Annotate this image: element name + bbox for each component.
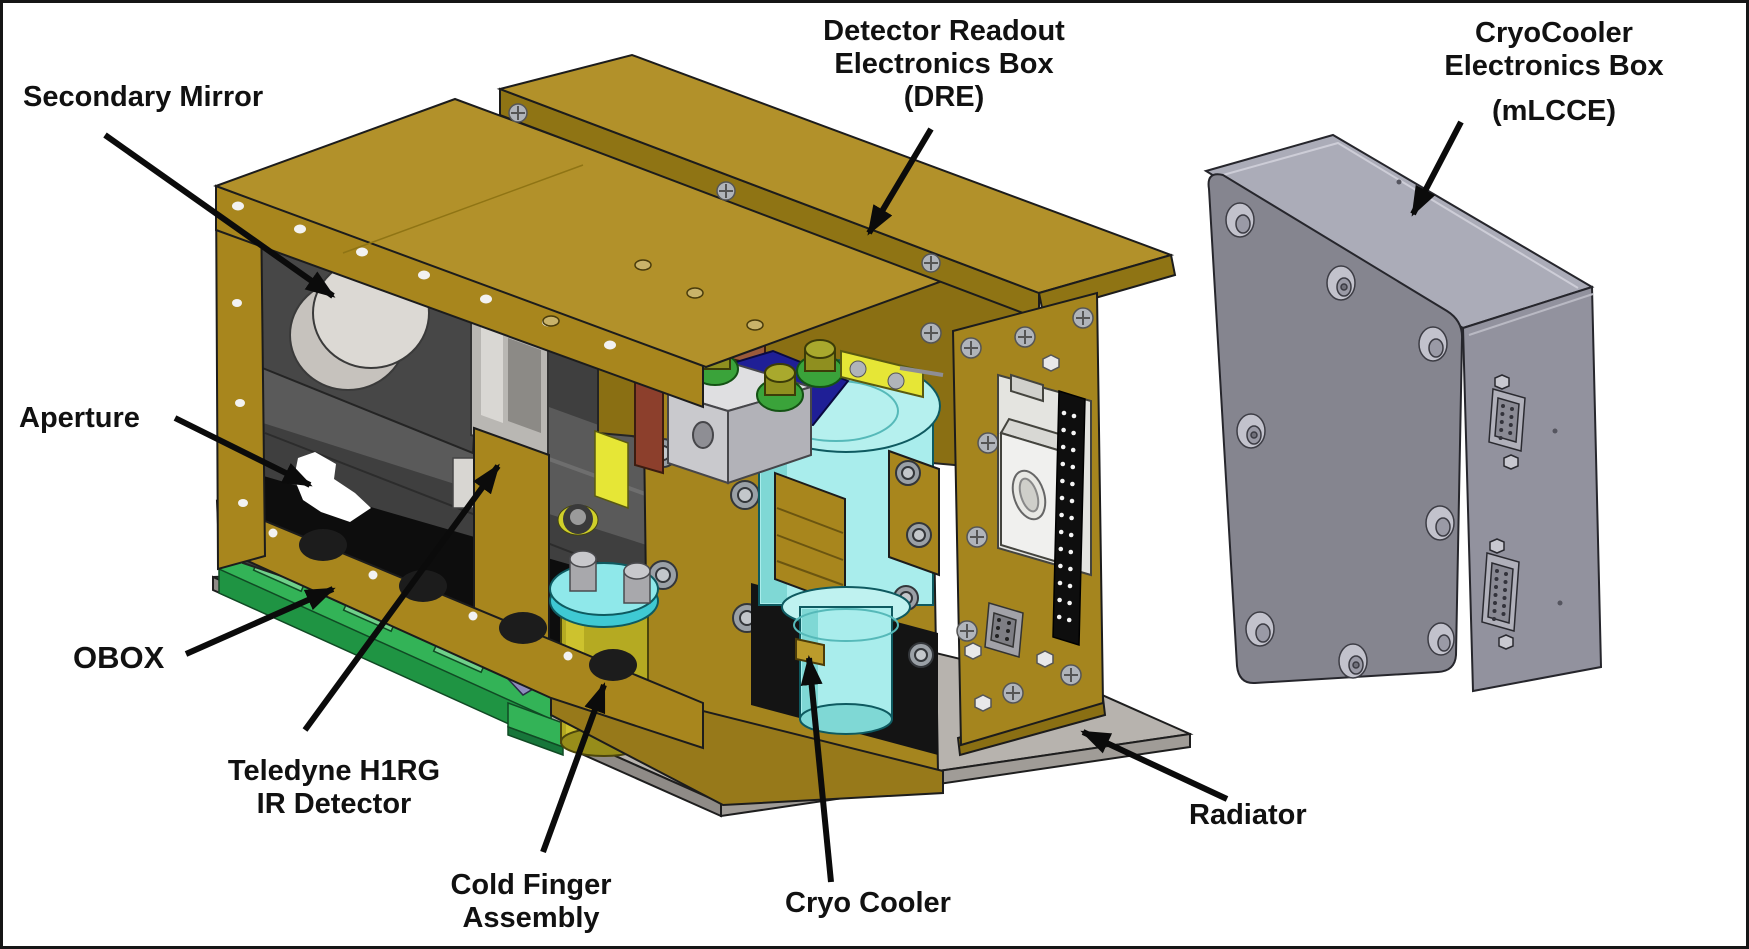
arrow-mlcce: [1410, 120, 1464, 217]
arrow-obox: [184, 586, 336, 657]
aperture-cutout: [294, 452, 371, 522]
arrow-radiator: [1080, 729, 1229, 802]
label-radiator: Radiator: [1189, 799, 1307, 831]
cryocooler-lower: [781, 586, 911, 735]
dsub9-connector: [1488, 374, 1526, 470]
label-secondary-mirror: Secondary Mirror: [23, 81, 264, 113]
label-cryo-cooler: Cryo Cooler: [785, 887, 951, 919]
yellow-strip: [594, 429, 629, 510]
hex-bolt: [893, 460, 934, 668]
detector-channel: [452, 306, 549, 509]
mlcce-front-face: [1207, 173, 1464, 685]
hex-standoff: [964, 354, 1060, 712]
arrow-aperture: [173, 415, 313, 488]
label-mlcce-line2: Electronics Box: [1444, 50, 1664, 82]
arrow-cryo-cooler: [800, 655, 834, 883]
standoff: [569, 550, 651, 604]
gray-block: [664, 363, 815, 485]
label-dre-line2: Electronics Box: [834, 48, 1054, 80]
obox-frame: [214, 184, 704, 750]
washer-bolt: [557, 504, 599, 536]
label-dre: Detector Readout Electronics Box (DRE): [769, 15, 1119, 114]
label-cold-finger: Cold Finger Assembly: [401, 869, 661, 935]
mounting-hole: [1225, 202, 1455, 679]
dre-right-face: [951, 291, 1107, 757]
dsub-connector-small: [984, 602, 1024, 658]
label-dre-line1: Detector Readout: [823, 15, 1065, 47]
label-dre-line3: (DRE): [903, 81, 985, 113]
pcb-board: [218, 546, 564, 757]
pin-strip-connector: [1052, 389, 1086, 647]
arrow-cold-finger: [540, 682, 607, 854]
label-aperture: Aperture: [19, 402, 140, 434]
label-mlcce-line3: (mLCCE): [1491, 95, 1617, 127]
mlcce-right-face: [1461, 285, 1603, 693]
label-cold-finger-line1: Cold Finger: [450, 869, 612, 901]
annotation-arrows: [103, 120, 1464, 883]
label-detector: Teledyne H1RG IR Detector: [199, 755, 469, 821]
arrow-detector: [302, 463, 501, 732]
dsub15-connector: [1481, 538, 1520, 650]
label-mlcce: CryoCooler Electronics Box (mLCCE): [1379, 17, 1729, 128]
cad-diagram: [103, 53, 1603, 883]
label-detector-line1: Teledyne H1RG: [227, 755, 441, 787]
yellow-clamp-bar: [840, 349, 944, 399]
arrow-dre: [866, 127, 934, 236]
label-detector-line2: IR Detector: [256, 788, 412, 820]
label-obox: OBOX: [73, 640, 165, 675]
label-cold-finger-line2: Assembly: [462, 902, 600, 934]
arrow-secondary-mirror: [103, 132, 336, 299]
mlcce-box: [1203, 133, 1603, 693]
label-mlcce-line1: CryoCooler: [1475, 17, 1633, 49]
